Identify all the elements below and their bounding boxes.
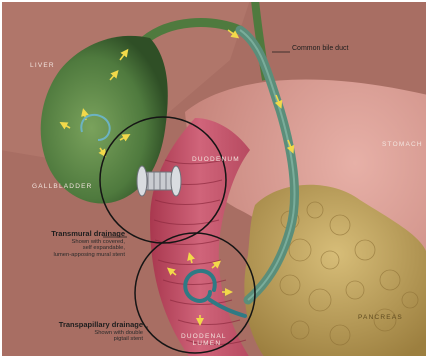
transpapillary-line2: pigtail stent [28,336,143,343]
stomach-label: STOMACH [382,141,423,148]
transpapillary-title: Transpapillary drainage [28,321,143,330]
transmural-line2: self expandable, [38,245,125,252]
transmural-title: Transmural drainage [38,230,125,239]
duodenal-lumen-label: DUODENAL LUMEN [181,333,227,348]
transmural-callout: Transmural drainage Shown with covered, … [38,230,125,259]
transmural-line3: lumen-apposing mural stent [38,252,125,259]
common-bile-duct-label: Common bile duct [292,45,348,53]
duodenum-label: DUODENUM [192,156,240,163]
transmural-line1: Shown with covered, [38,239,125,246]
duodenal-lumen-line1: DUODENAL [181,333,227,340]
transpapillary-line1: Shown with double [28,330,143,337]
transpapillary-callout: Transpapillary drainage Shown with doubl… [28,321,143,343]
liver-label: LIVER [30,62,55,69]
duodenal-lumen-line2: LUMEN [181,340,227,347]
gallbladder-label: GALLBLADDER [32,183,93,190]
pancreas-label: PANCREAS [358,314,403,321]
